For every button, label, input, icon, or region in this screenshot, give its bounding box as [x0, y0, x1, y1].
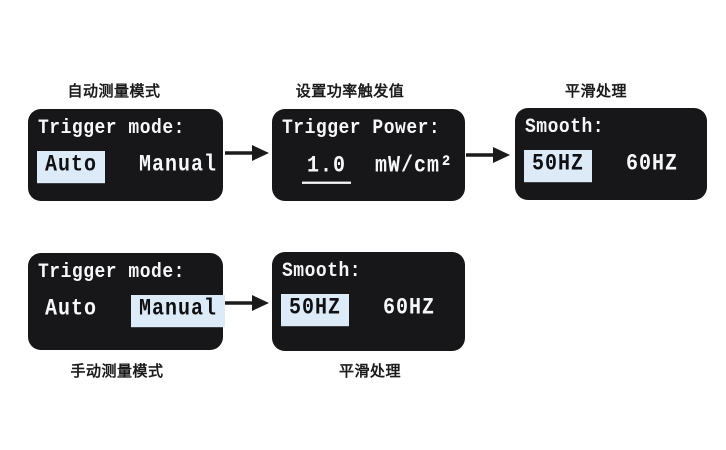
option-row: Auto Manual [37, 294, 226, 327]
option-auto: Auto [37, 150, 106, 183]
screen-title: Trigger Power: [282, 116, 441, 140]
screen-smooth-top: Smooth: 50HZ 60HZ [515, 108, 707, 200]
screen-title: Smooth: [282, 259, 362, 283]
option-auto: Auto [45, 295, 98, 323]
option-row: Auto Manual [37, 150, 223, 183]
screen-caption: 手动测量模式 [70, 363, 164, 380]
trigger-power-value: 1.0 [302, 153, 352, 184]
value-row: 1.0 mW/cm² [302, 152, 465, 184]
flow-arrow-icon [466, 147, 510, 163]
screen-caption: 自动测量模式 [67, 83, 161, 100]
screen-caption: 设置功率触发值 [295, 83, 405, 100]
option-60hz: 60HZ [383, 294, 436, 322]
screen-trigger-mode-auto: Trigger mode: Auto Manual [28, 109, 223, 201]
screen-title: Trigger mode: [38, 260, 185, 284]
screen-smooth-bottom: Smooth: 50HZ 60HZ [272, 252, 465, 351]
option-row: 50HZ 60HZ [524, 149, 707, 182]
option-50hz: 50HZ [281, 293, 350, 326]
option-manual: Manual [131, 294, 226, 327]
screen-caption: 平滑处理 [564, 83, 627, 100]
screen-trigger-mode-manual: Trigger mode: Auto Manual [28, 253, 226, 350]
option-row: 50HZ 60HZ [281, 293, 465, 326]
flow-arrow-icon [225, 145, 269, 161]
flow-arrow-icon [225, 295, 269, 311]
option-manual: Manual [139, 151, 218, 179]
screen-caption: 平滑处理 [338, 363, 401, 380]
trigger-power-unit: mW/cm² [375, 152, 454, 180]
option-60hz: 60HZ [626, 150, 679, 178]
screen-title: Trigger mode: [38, 116, 185, 140]
screen-trigger-power: Trigger Power: 1.0 mW/cm² [272, 109, 465, 201]
screen-title: Smooth: [525, 115, 605, 139]
option-50hz: 50HZ [524, 149, 593, 182]
